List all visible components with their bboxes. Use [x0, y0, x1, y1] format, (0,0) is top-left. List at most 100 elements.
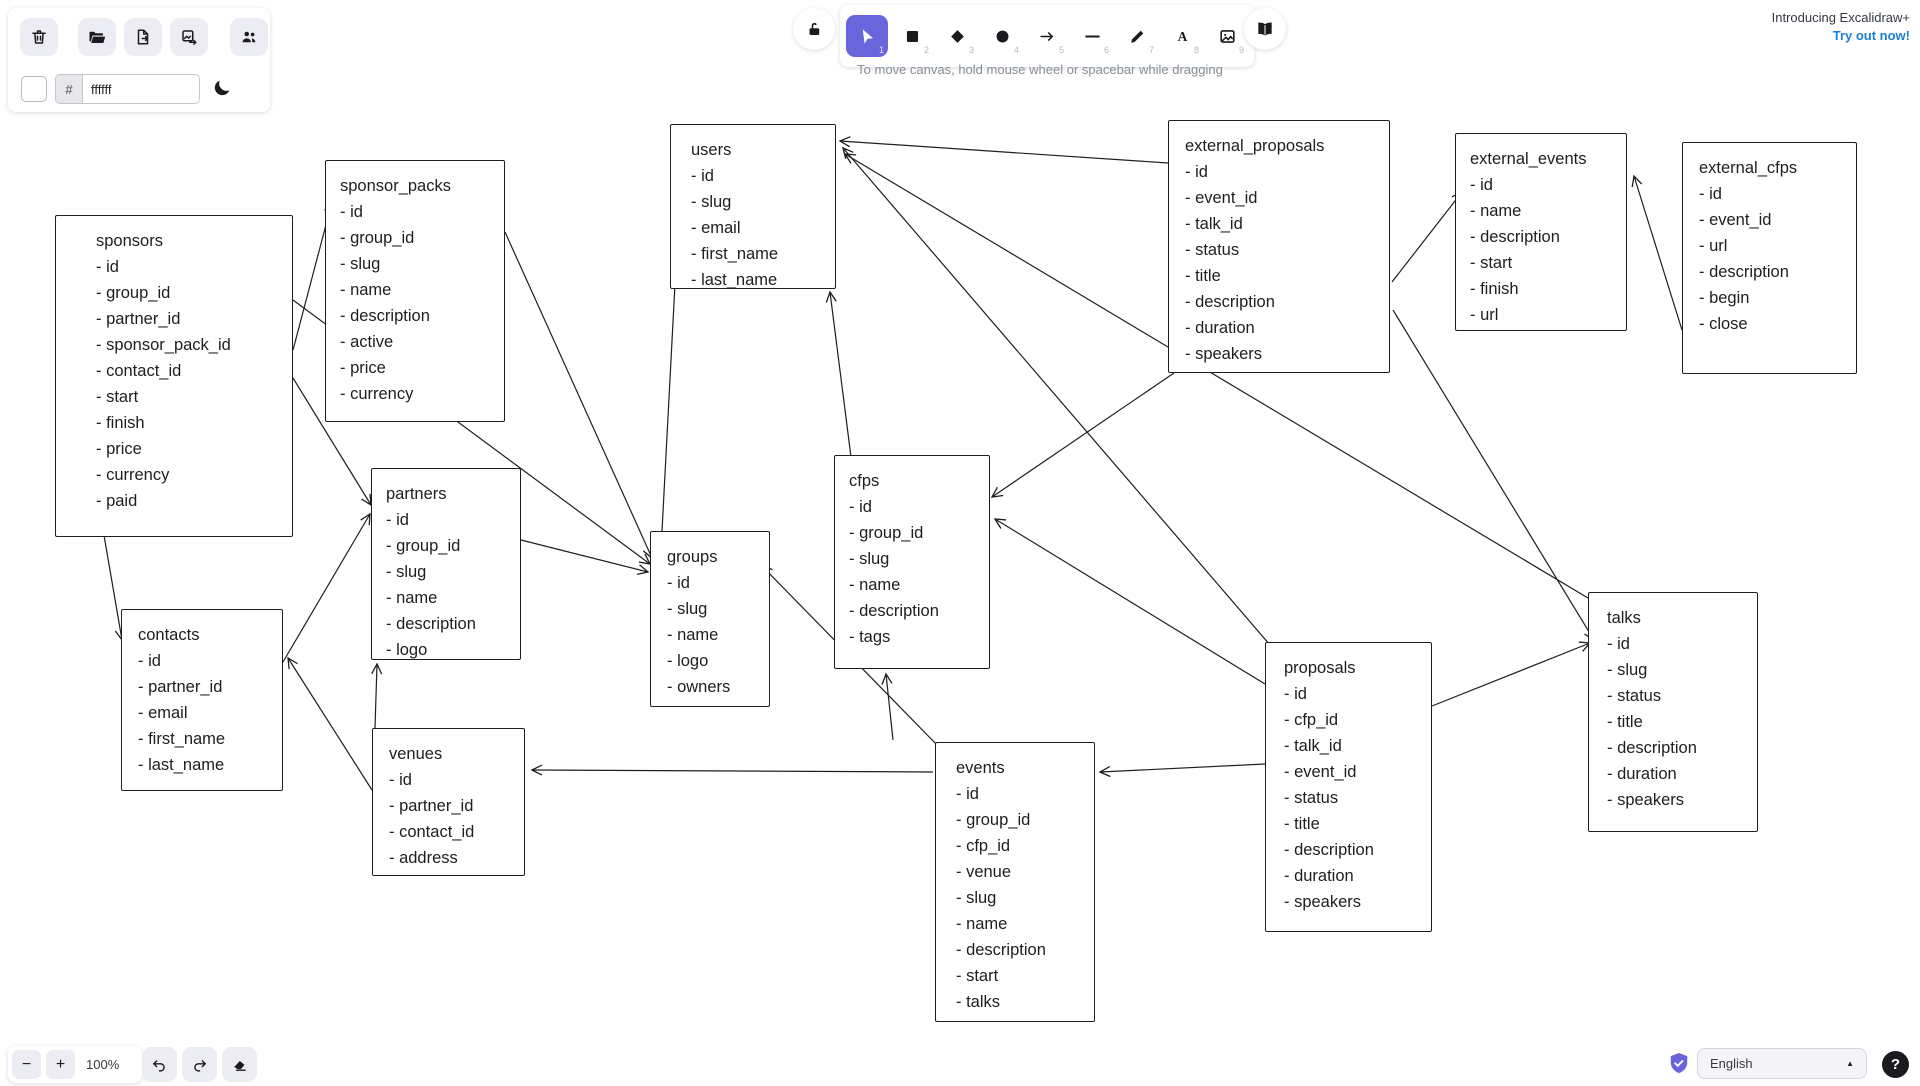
entity-users[interactable]: users- id- slug- email- first_name- last… — [670, 124, 836, 289]
relation-arrow[interactable] — [520, 539, 650, 576]
entity-field: - name — [956, 915, 1008, 933]
entity-field: - id — [386, 511, 409, 529]
relation-arrow[interactable] — [292, 377, 372, 507]
relation-arrow[interactable] — [1392, 309, 1595, 642]
relation-arrow[interactable] — [843, 153, 1589, 599]
entity-sponsors[interactable]: sponsors- id- group_id- partner_id- spon… — [55, 215, 293, 537]
entity-field: - status — [1284, 789, 1339, 807]
entity-sponsor_packs[interactable]: sponsor_packs- id- group_id- slug- name-… — [325, 160, 505, 422]
zoom-out-button[interactable]: − — [12, 1050, 41, 1079]
relation-arrow[interactable] — [825, 290, 852, 458]
export-file-button[interactable] — [124, 18, 162, 56]
tool-selection[interactable]: 1 — [846, 15, 888, 57]
relation-arrow[interactable] — [838, 136, 1169, 164]
entity-field: - slug — [386, 563, 427, 581]
text-icon: A — [1177, 28, 1187, 43]
tool-draw[interactable]: 7 — [1116, 15, 1158, 57]
entity-field: - name — [386, 589, 438, 607]
relation-arrow[interactable] — [881, 672, 894, 741]
entity-title: contacts — [138, 626, 200, 644]
try-out-now-link[interactable]: Try out now! — [1832, 28, 1910, 43]
collaboration-button[interactable] — [230, 18, 268, 56]
tool-arrow[interactable]: 5 — [1026, 15, 1068, 57]
entity-field: - group_id — [96, 284, 171, 302]
entity-title: cfps — [849, 472, 880, 490]
dark-mode-toggle[interactable] — [210, 76, 234, 103]
relation-arrow[interactable] — [842, 146, 1271, 646]
tool-line[interactable]: 6 — [1071, 15, 1113, 57]
lock-button[interactable] — [793, 8, 835, 50]
entity-field: - event_id — [1699, 211, 1772, 229]
tool-shortcut: 1 — [878, 45, 884, 55]
relation-arrow[interactable] — [1391, 190, 1463, 283]
tool-text[interactable]: A 8 — [1161, 15, 1203, 57]
undo-button[interactable] — [142, 1047, 177, 1082]
entity-field: - id — [138, 652, 161, 670]
relation-arrow[interactable] — [287, 656, 373, 791]
redo-button[interactable] — [182, 1047, 217, 1082]
zoom-in-button[interactable]: + — [46, 1050, 75, 1079]
reset-canvas-button[interactable] — [20, 18, 58, 56]
entity-field: - id — [667, 574, 690, 592]
relation-arrow[interactable] — [993, 518, 1266, 685]
tool-rectangle[interactable]: 2 — [891, 15, 933, 57]
help-button[interactable]: ? — [1882, 1051, 1909, 1078]
relation-arrow[interactable] — [504, 231, 654, 560]
canvas-background-input[interactable] — [83, 76, 199, 102]
relation-arrow[interactable] — [661, 244, 683, 532]
entity-proposals[interactable]: proposals- id- cfp_id- talk_id- event_id… — [1265, 642, 1432, 932]
entity-groups[interactable]: groups- id- slug- name- logo- owners — [650, 531, 770, 707]
entity-contacts[interactable]: contacts- id- partner_id- email- first_n… — [121, 609, 283, 791]
encryption-shield-icon[interactable] — [1668, 1052, 1690, 1076]
entity-field: - finish — [96, 414, 145, 432]
entity-field: - slug — [956, 889, 997, 907]
relation-arrow[interactable] — [1098, 763, 1266, 778]
entity-external_proposals[interactable]: external_proposals- id- event_id- talk_i… — [1168, 120, 1390, 373]
entity-field: - id — [389, 771, 412, 789]
tool-shortcut: 6 — [1103, 45, 1109, 55]
load-scene-button[interactable] — [78, 18, 116, 56]
relation-arrow[interactable] — [282, 512, 371, 663]
relation-arrow[interactable] — [371, 662, 383, 729]
circle-icon — [996, 30, 1008, 42]
export-image-button[interactable] — [170, 18, 208, 56]
entity-talks[interactable]: talks- id- slug- status- title- descript… — [1588, 592, 1758, 832]
tool-diamond[interactable]: 3 — [936, 15, 978, 57]
entity-venues[interactable]: venues- id- partner_id- contact_id- addr… — [372, 728, 525, 876]
entity-cfps[interactable]: cfps- id- group_id- slug- name- descript… — [834, 455, 990, 669]
entity-field: - email — [691, 219, 741, 237]
entity-field: - partner_id — [96, 310, 181, 328]
tool-shortcut: 9 — [1238, 45, 1244, 55]
relation-arrow[interactable] — [990, 372, 1175, 498]
excalidraw-plus-promo: Introducing Excalidraw+ Try out now! — [1772, 9, 1910, 45]
entity-field: - currency — [340, 385, 414, 403]
entity-field: - id — [340, 203, 363, 221]
image-export-icon — [182, 30, 197, 45]
entity-events[interactable]: events- id- group_id- cfp_id- venue- slu… — [935, 742, 1095, 1022]
zoom-level[interactable]: 100% — [86, 1057, 120, 1072]
entity-external_events[interactable]: external_events- id- name- description- … — [1455, 133, 1627, 331]
tool-ellipse[interactable]: 4 — [981, 15, 1023, 57]
clear-canvas-button[interactable] — [222, 1047, 257, 1082]
entity-field: - contact_id — [389, 823, 475, 841]
relation-arrow[interactable] — [1431, 641, 1592, 707]
relation-arrow[interactable] — [530, 764, 934, 776]
relation-arrow[interactable] — [1631, 174, 1683, 331]
library-button[interactable] — [1244, 8, 1286, 50]
entity-field: - status — [1185, 241, 1240, 259]
language-select[interactable]: English ▲ — [1697, 1048, 1867, 1079]
canvas-background-swatch[interactable] — [21, 76, 47, 102]
entity-field: - speakers — [1284, 893, 1362, 911]
hex-prefix: # — [56, 75, 83, 103]
tool-image[interactable]: 9 — [1206, 15, 1248, 57]
entity-field: - cfp_id — [956, 837, 1011, 855]
entity-external_cfps[interactable]: external_cfps- id- event_id- url- descri… — [1682, 142, 1857, 374]
svg-text:A: A — [1177, 28, 1187, 43]
cursor-icon — [862, 28, 873, 44]
entity-field: - talk_id — [1284, 737, 1342, 755]
undo-icon — [153, 1060, 165, 1072]
entity-field: - description — [956, 941, 1046, 959]
entity-partners[interactable]: partners- id- group_id- slug- name- desc… — [371, 468, 521, 660]
entity-field: - price — [96, 440, 142, 458]
